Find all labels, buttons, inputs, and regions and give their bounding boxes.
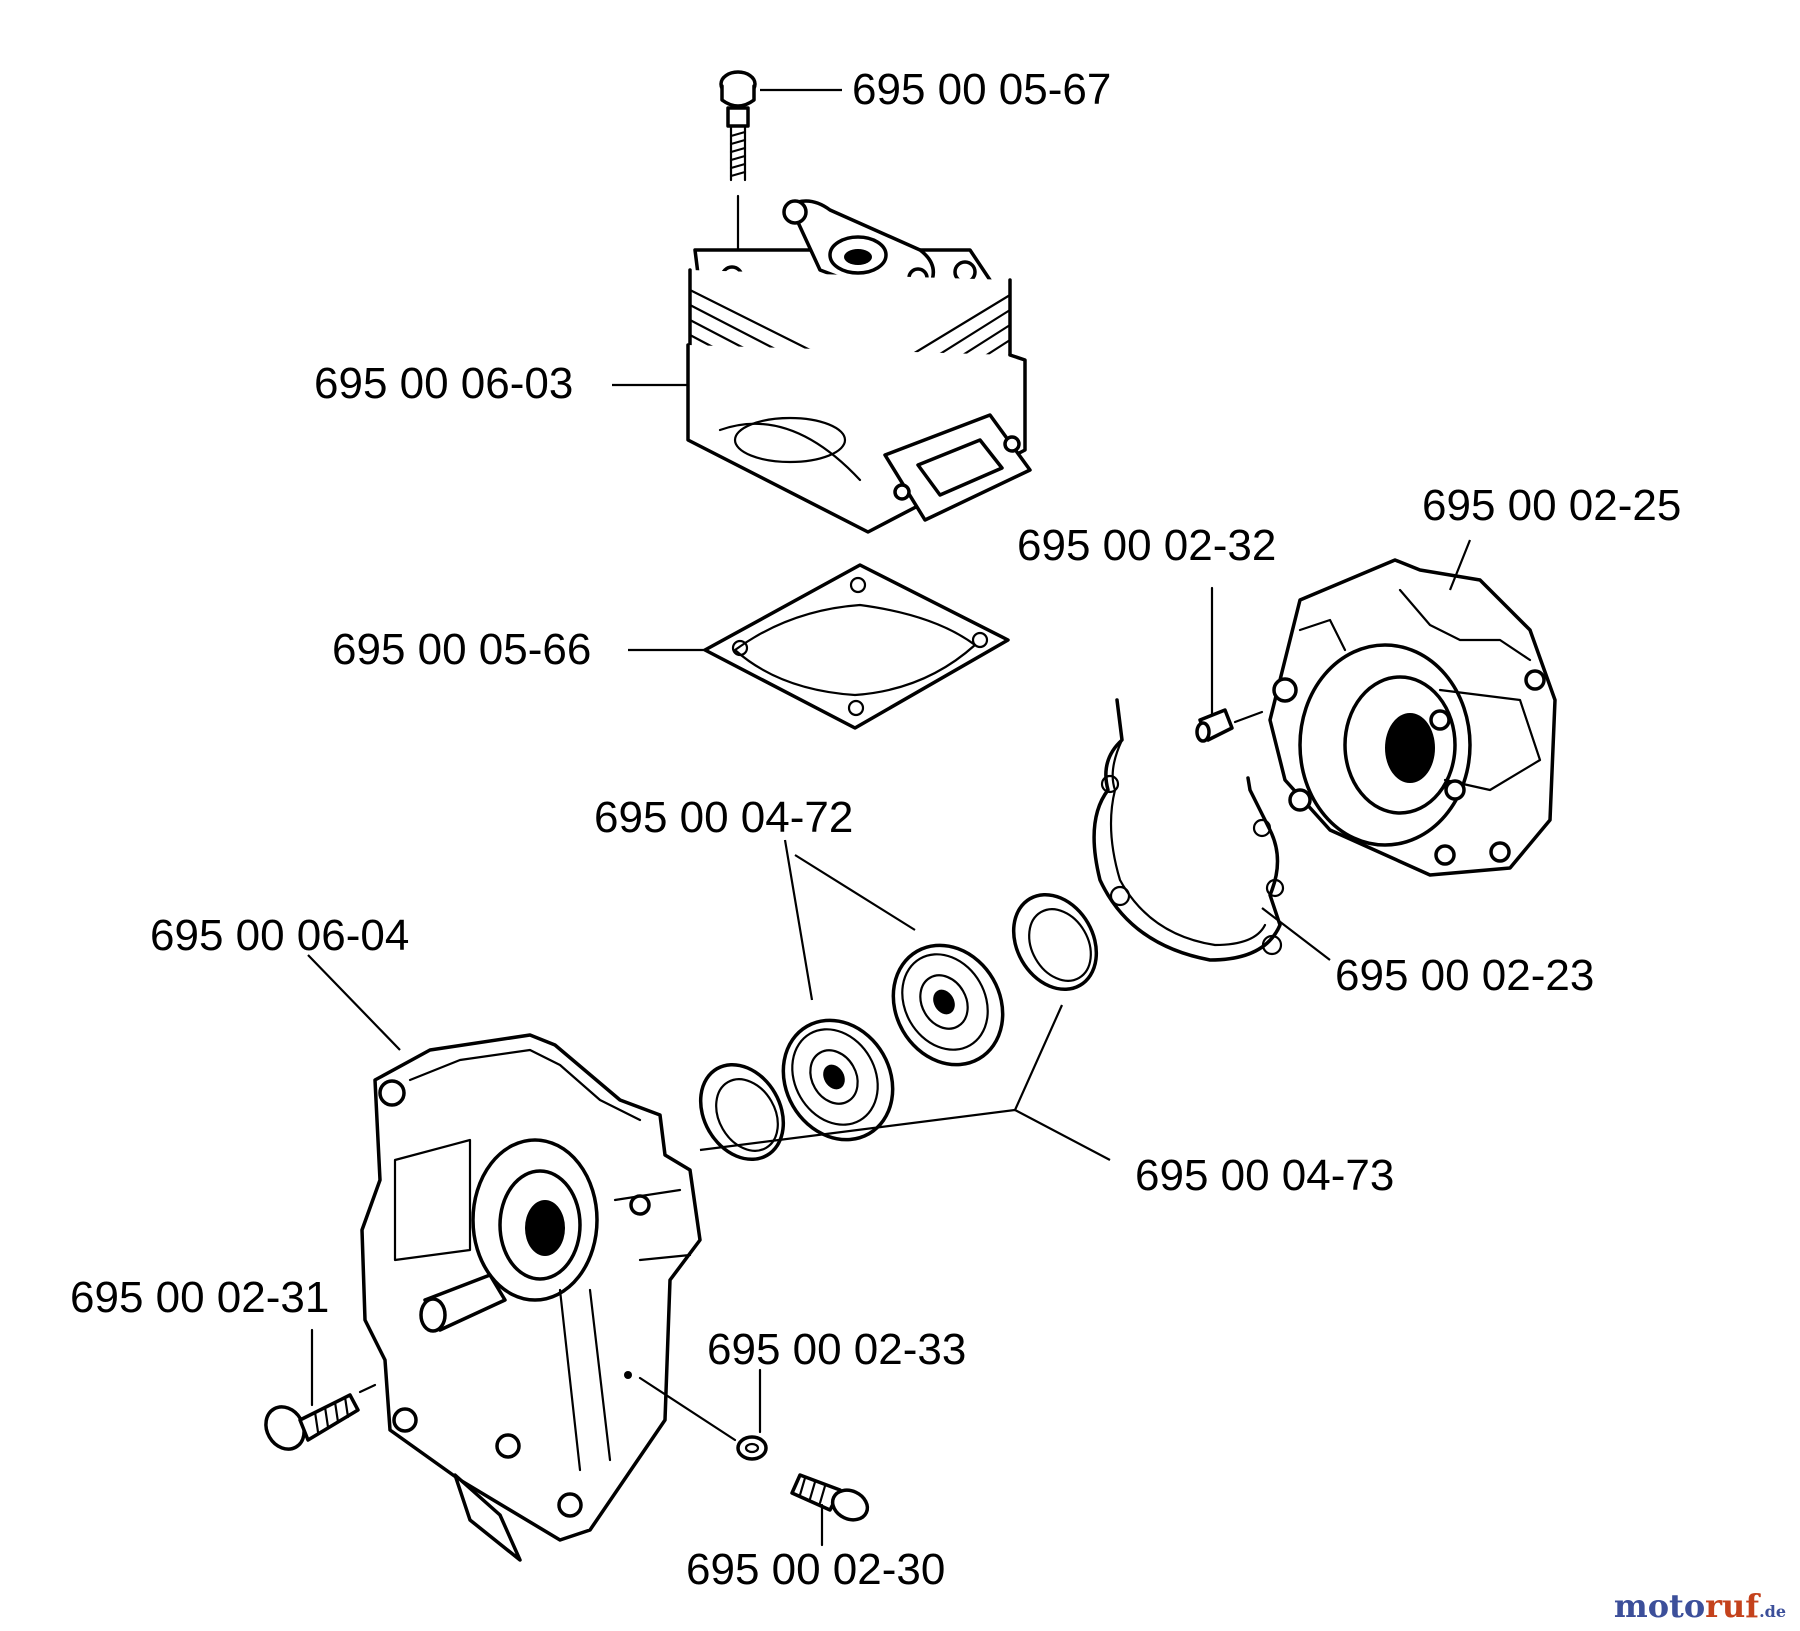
screw-bottom-drawing xyxy=(790,1473,870,1547)
screw-top-drawing xyxy=(719,70,757,264)
crankcase-gasket-drawing xyxy=(1092,698,1285,962)
pin-drawing xyxy=(1195,586,1264,743)
part-label-washer: 695 00 02-33 xyxy=(707,1325,966,1374)
washer-drawing xyxy=(638,1368,768,1461)
crankcase-right-drawing xyxy=(1268,558,1557,877)
cylinder-drawing xyxy=(686,199,1032,534)
cylinder-gasket-drawing xyxy=(703,563,1010,730)
seal-ring-left-drawing xyxy=(698,1062,786,1162)
part-label-bearing: 695 00 04-72 xyxy=(594,793,853,842)
part-label-seal-ring: 695 00 04-73 xyxy=(1135,1151,1394,1200)
watermark-part3: .de xyxy=(1759,1602,1786,1621)
watermark-logo: motoruf.de xyxy=(1614,1587,1786,1625)
part-label-cylinder: 695 00 06-03 xyxy=(314,359,573,408)
part-label-pin: 695 00 02-32 xyxy=(1017,521,1276,570)
part-label-screw-left: 695 00 02-31 xyxy=(70,1273,329,1322)
part-label-cylinder-gasket: 695 00 05-66 xyxy=(332,625,591,674)
part-label-screw-top: 695 00 05-67 xyxy=(852,65,1111,114)
seal-ring-right-drawing xyxy=(1011,892,1099,992)
crankcase-left-drawing xyxy=(360,1033,702,1562)
part-label-crankcase-gasket: 695 00 02-23 xyxy=(1335,951,1594,1000)
leader-lines xyxy=(307,88,1472,1161)
bearing-left-drawing xyxy=(781,1018,895,1142)
screw-left-drawing xyxy=(264,1328,377,1451)
watermark-part2: ruf xyxy=(1705,1587,1760,1625)
bearing-right-drawing xyxy=(891,943,1005,1067)
watermark-part1: moto xyxy=(1613,1587,1706,1625)
part-label-screw-bottom: 695 00 02-30 xyxy=(686,1545,945,1594)
part-label-crankcase-right: 695 00 02-25 xyxy=(1422,481,1681,530)
part-label-crankcase-left: 695 00 06-04 xyxy=(150,911,409,960)
